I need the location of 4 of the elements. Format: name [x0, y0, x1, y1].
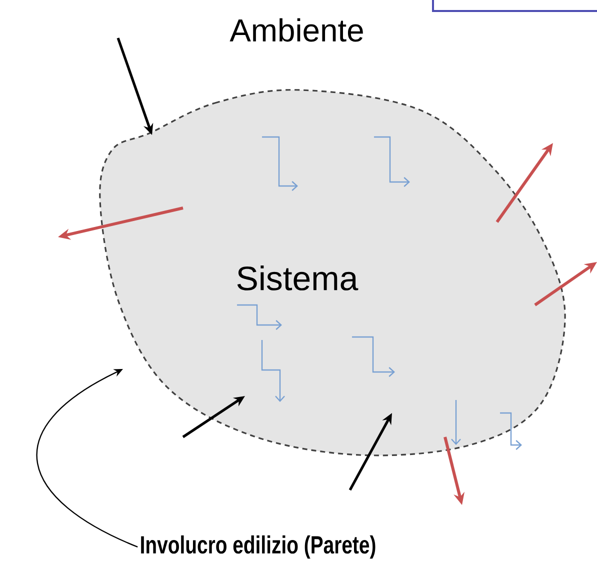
leader-line: [36, 369, 138, 548]
caption-text: Involucro edilizio (Parete): [141, 535, 376, 559]
system-region: Sistema: [99, 89, 566, 456]
label-text: Ambiente: [230, 18, 363, 42]
